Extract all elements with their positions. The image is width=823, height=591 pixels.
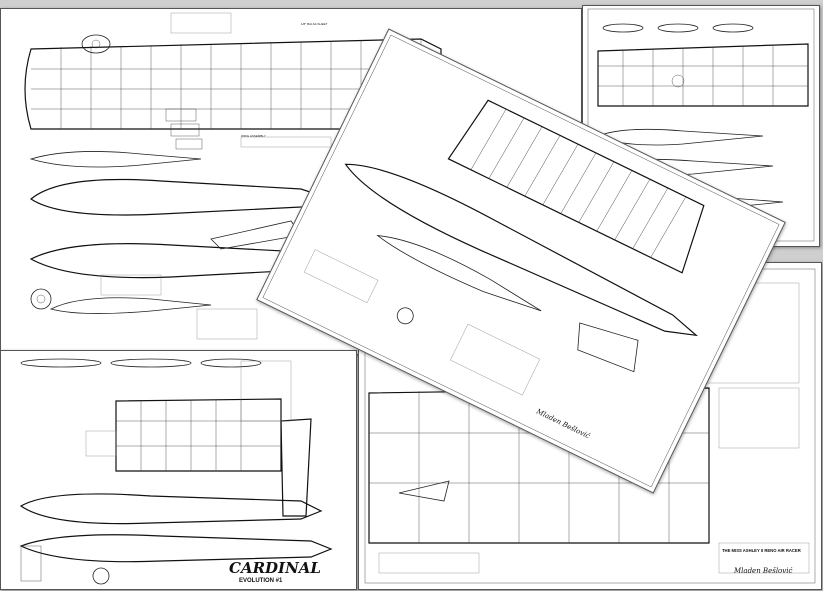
bottom-right-signature: Mladen Bešlović [733,567,792,575]
bottom-right-title: THE MISS ASHLEY II RENO AIR RACER [722,548,801,553]
svg-text:1/8" BALSA SHEET: 1/8" BALSA SHEET [301,22,328,26]
cardinal-brand: CARDINAL [229,559,321,577]
center-signature: Mladen Bešlović [534,407,591,440]
cardinal-subtitle: EVOLUTION #1 [239,578,283,584]
plan-sheet-bottom-left: CARDINAL EVOLUTION #1 [0,350,357,590]
svg-text:WING ASSEMBLY: WING ASSEMBLY [241,134,266,138]
bottom-left-drawing: CARDINAL EVOLUTION #1 [19,358,333,585]
center-drawing: Mladen Bešlović [262,34,780,488]
plan-sheet-center: Mladen Bešlović [256,28,786,494]
